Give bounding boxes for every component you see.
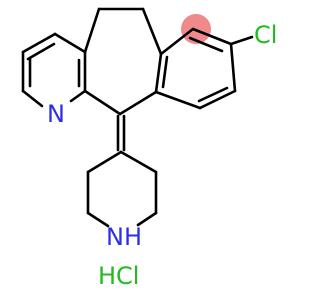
piperidine-ring [86, 150, 158, 228]
benzene-ring [154, 27, 254, 110]
pyridine-ring [21, 32, 87, 108]
exocyclic-double-bond [116, 114, 126, 152]
piperidine-amine-label: NH [106, 223, 142, 251]
chlorine-label: Cl [254, 21, 277, 49]
hydrochloride-label: HCl [98, 262, 139, 290]
structure-diagram: Cl N NH HCl [21, 7, 277, 290]
cycloheptane-ring [83, 7, 163, 116]
pyridine-nitrogen-label: N [47, 100, 65, 128]
